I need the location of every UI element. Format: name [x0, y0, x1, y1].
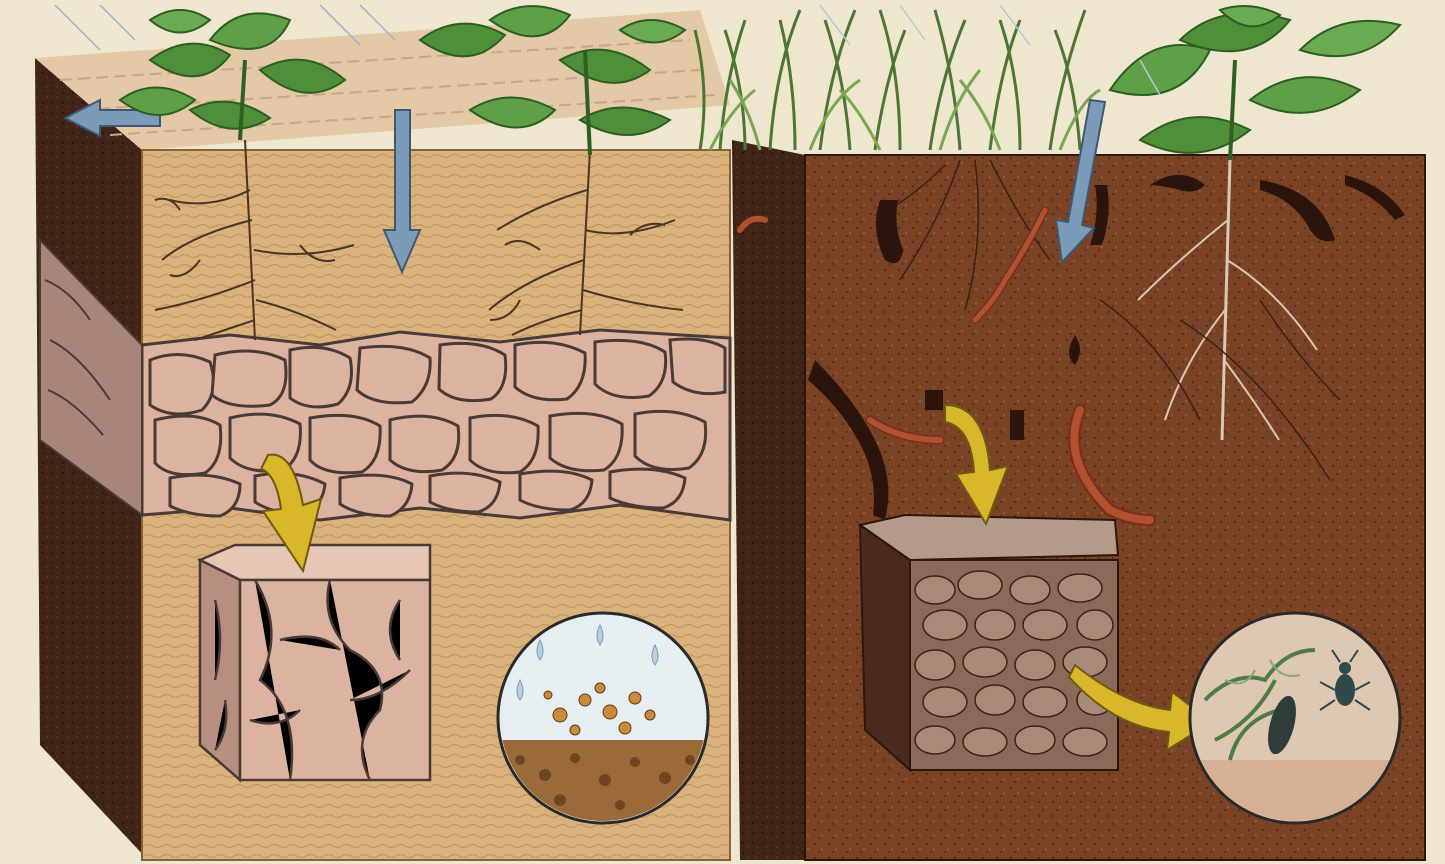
- grass-cover: [695, 10, 1100, 150]
- healthy-soil-block: [695, 5, 1425, 860]
- hardpan-layer: [142, 330, 730, 520]
- right-block-side-face: [732, 140, 808, 860]
- crumbly-aggregate-inset: [860, 515, 1118, 770]
- cracked-clod-inset: [200, 545, 430, 780]
- compacted-soil-block: [35, 5, 730, 860]
- rain-streaks-right: [820, 5, 1160, 95]
